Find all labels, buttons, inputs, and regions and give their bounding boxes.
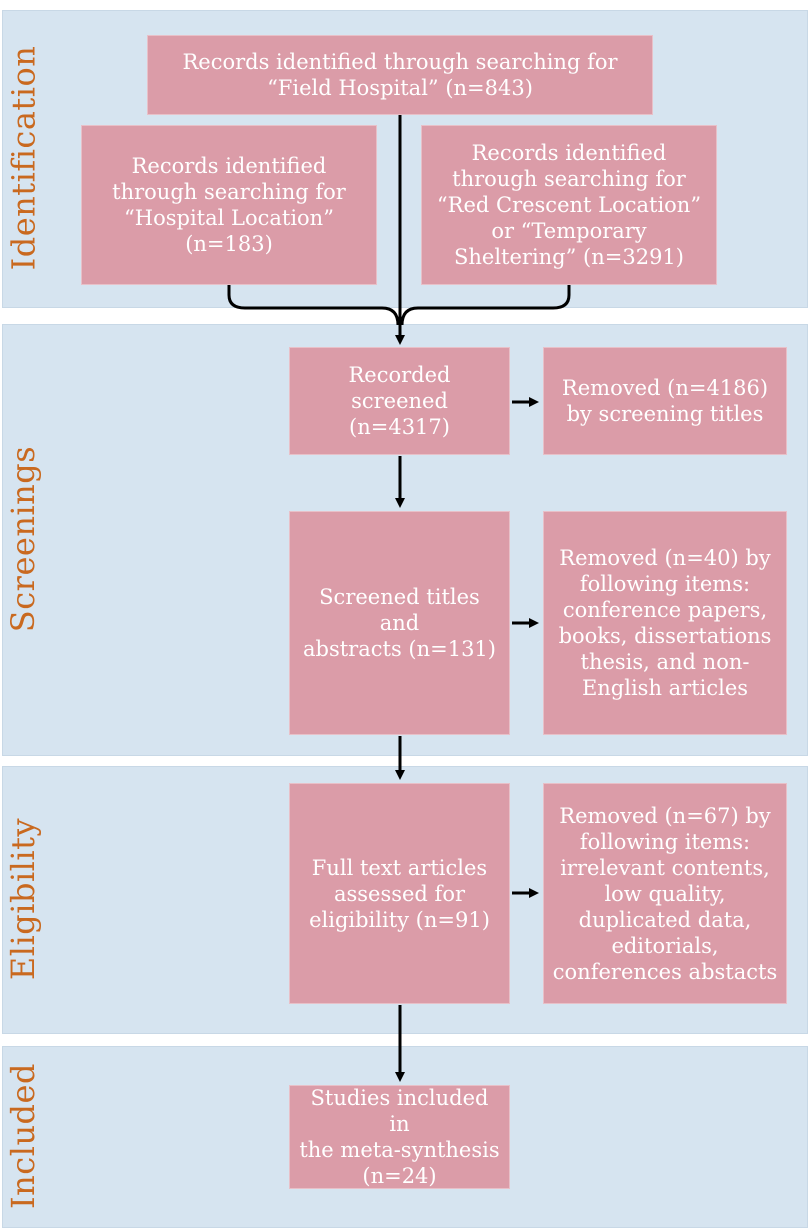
box-removed-titles: Removed (n=4186) by screening titles xyxy=(543,347,787,455)
box-removed-67-text: Removed (n=67) by following items: irrel… xyxy=(552,803,778,984)
box-removed-40-text: Removed (n=40) by following items: confe… xyxy=(558,546,772,700)
box-full-text: Full text articles assessed for eligibil… xyxy=(289,783,510,1004)
box-red-crescent: Records identified through searching for… xyxy=(421,125,717,285)
box-removed-67: Removed (n=67) by following items: irrel… xyxy=(543,783,787,1004)
phase-label-included-text: Included xyxy=(4,1063,43,1209)
box-included-studies-text: Studies included in the meta-synthesis (… xyxy=(299,1086,500,1188)
box-hospital-location-text: Records identified through searching for… xyxy=(112,154,346,256)
box-field-hospital: Records identified through searching for… xyxy=(147,35,653,115)
phase-label-screenings: Screenings xyxy=(0,324,46,754)
phase-label-eligibility-text: Eligibility xyxy=(4,817,43,981)
box-recorded-screened: Recorded screened (n=4317) xyxy=(289,347,510,455)
box-red-crescent-text: Records identified through searching for… xyxy=(436,141,702,269)
box-included-studies: Studies included in the meta-synthesis (… xyxy=(289,1085,510,1189)
phase-label-screenings-text: Screenings xyxy=(4,445,42,633)
box-screened-abstracts: Screened titles and abstracts (n=131) xyxy=(289,511,510,735)
box-full-text-text: Full text articles assessed for eligibil… xyxy=(309,855,490,932)
phase-label-included: Included xyxy=(0,1046,46,1226)
box-removed-titles-text: Removed (n=4186) by screening titles xyxy=(561,376,769,426)
phase-label-identification: Identification xyxy=(0,10,46,306)
box-recorded-screened-text: Recorded screened (n=4317) xyxy=(348,363,451,439)
phase-label-identification-text: Identification xyxy=(4,45,42,271)
box-hospital-location: Records identified through searching for… xyxy=(81,125,377,285)
box-removed-40: Removed (n=40) by following items: confe… xyxy=(543,511,787,735)
box-field-hospital-text: Records identified through searching for… xyxy=(182,50,618,100)
box-screened-abstracts-text: Screened titles and abstracts (n=131) xyxy=(303,585,496,661)
phase-label-eligibility: Eligibility xyxy=(0,766,46,1032)
